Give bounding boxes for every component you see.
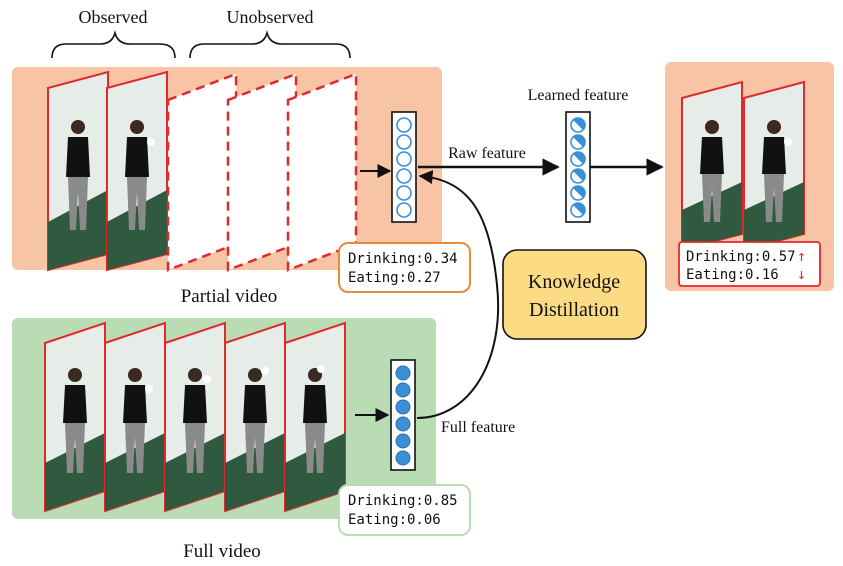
feature-node — [396, 117, 412, 133]
person-figure — [303, 365, 327, 473]
person-figure — [63, 368, 87, 473]
feature-node — [396, 202, 412, 218]
observed-frame — [106, 70, 168, 272]
observed-frame — [47, 70, 109, 272]
unobserved-frame — [286, 72, 358, 272]
learned-score-box — [678, 241, 821, 287]
feature-node — [396, 151, 412, 167]
full-feature-nodes — [395, 365, 411, 466]
person-figure — [125, 120, 155, 230]
feature-node — [395, 433, 411, 449]
full-frame — [104, 321, 166, 513]
feature-node — [570, 151, 586, 167]
learned-feature-label: Learned feature — [528, 87, 629, 104]
feature-node — [395, 382, 411, 398]
result-frame — [743, 80, 805, 252]
partial-drinking-score: Drinking:0.34 — [348, 251, 458, 267]
feature-node — [570, 134, 586, 150]
kd-label-line1: Knowledge — [528, 271, 620, 293]
feature-node — [570, 117, 586, 133]
result-frame — [681, 80, 743, 252]
feature-node — [395, 450, 411, 466]
partial-score-box — [338, 242, 471, 293]
learned-drinking-score: Drinking:0.57 — [686, 249, 796, 265]
full-eating-score: Eating:0.06 — [348, 512, 441, 528]
person-figure — [123, 368, 153, 473]
learned-drinking-trend-icon: ↑ — [797, 247, 806, 265]
knowledge-distillation-box — [502, 249, 647, 340]
kd-label-line2: Distillation — [529, 299, 619, 321]
raw-feature-label: Raw feature — [448, 145, 526, 162]
full-feature-label: Full feature — [441, 419, 515, 436]
raw-feature-nodes — [396, 117, 412, 218]
full-frame — [284, 321, 346, 513]
feature-node — [570, 185, 586, 201]
learned-eating-score: Eating:0.16 — [686, 267, 779, 283]
person-figure — [700, 120, 724, 222]
feature-node — [395, 416, 411, 432]
person-figure — [66, 120, 90, 230]
partial-eating-score: Eating:0.27 — [348, 270, 441, 286]
feature-node — [396, 185, 412, 201]
unobserved-frame — [166, 72, 238, 272]
full-frame — [44, 321, 106, 513]
full-frame — [224, 321, 286, 513]
observed-label: Observed — [79, 7, 148, 27]
feature-node — [395, 365, 411, 381]
person-figure — [183, 368, 211, 473]
person-figure — [762, 120, 792, 222]
feature-node — [396, 168, 412, 184]
unobserved-label: Unobserved — [227, 7, 314, 27]
feature-node — [570, 202, 586, 218]
feature-node — [570, 168, 586, 184]
observed-brace — [51, 29, 176, 59]
feature-node — [396, 134, 412, 150]
full-frame — [164, 321, 226, 513]
unobserved-frame — [226, 72, 298, 272]
feature-node — [395, 399, 411, 415]
learned-feature-nodes — [570, 117, 586, 218]
full-score-box — [338, 484, 471, 536]
unobserved-brace — [189, 29, 351, 59]
full-drinking-score: Drinking:0.85 — [348, 493, 458, 509]
person-figure — [243, 367, 269, 473]
learned-eating-trend-icon: ↓ — [797, 265, 806, 283]
full-video-label: Full video — [183, 541, 261, 562]
distillation-curve-arrow — [416, 170, 500, 419]
partial-video-label: Partial video — [181, 286, 278, 307]
